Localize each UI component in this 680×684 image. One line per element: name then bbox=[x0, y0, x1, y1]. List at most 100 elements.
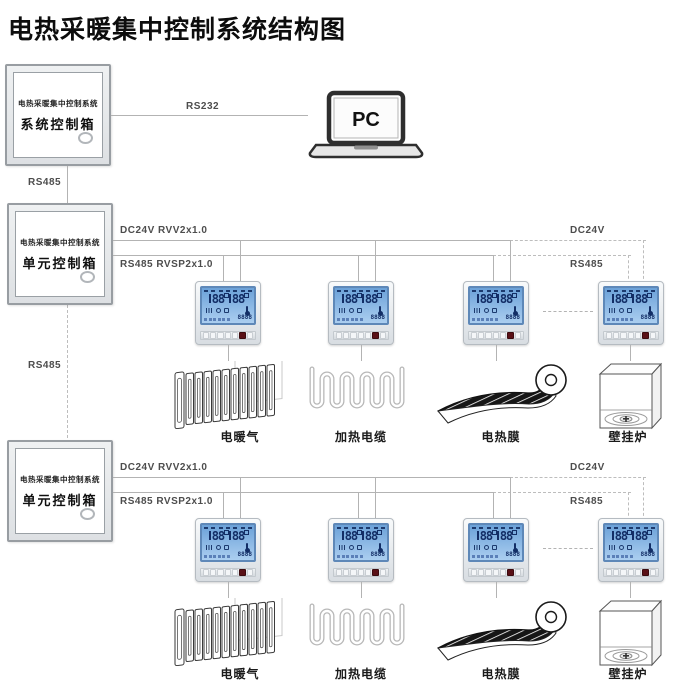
thermostat-button bbox=[649, 332, 657, 339]
lcd-digit-right: 88 bbox=[228, 529, 250, 543]
thermostat-lcd-screen: 88 88 8888 bbox=[603, 286, 659, 325]
thermostat-button bbox=[224, 569, 231, 576]
radiator-icon bbox=[206, 307, 213, 313]
thermostat-power-button bbox=[238, 332, 246, 339]
lcd-bottom-digits: 8888 bbox=[505, 314, 520, 321]
thermostat-button-bar bbox=[603, 331, 659, 340]
laptop-icon: PC bbox=[308, 90, 424, 159]
radiator-icon bbox=[339, 544, 346, 550]
thermostat-button bbox=[217, 569, 224, 576]
thermostat-button-bar bbox=[200, 331, 256, 340]
mode-icon bbox=[357, 307, 362, 313]
comm-drop-line bbox=[358, 255, 359, 281]
lcd-week-segments bbox=[204, 527, 252, 529]
thermostat-button bbox=[350, 569, 357, 576]
rs485-unit-link-line bbox=[67, 305, 68, 443]
lcd-digit-left: 88 bbox=[611, 292, 633, 306]
rs485-bus-right-label: RS485 bbox=[570, 259, 604, 270]
device-radiator bbox=[172, 590, 286, 671]
unit-box-name: 单元控制箱 bbox=[22, 492, 98, 508]
lcd-week-segments bbox=[472, 527, 520, 529]
thermostat-button bbox=[485, 332, 492, 339]
comm-drop-line bbox=[493, 255, 494, 281]
unit-control-box: 电热采暖集中控制系统 单元控制箱 bbox=[7, 203, 113, 305]
mode-icon bbox=[492, 307, 497, 313]
dc24v-bus-line bbox=[113, 240, 510, 241]
thermostat-button bbox=[231, 332, 238, 339]
thermometer-icon bbox=[512, 306, 518, 316]
rs232-link-label: RS232 bbox=[186, 101, 220, 112]
lcd-bottom-segments bbox=[607, 555, 633, 558]
heating-film-illustration bbox=[437, 601, 567, 661]
comm-drop-line bbox=[223, 492, 224, 518]
device-label-heating-cable: 加热电缆 bbox=[334, 667, 387, 681]
lcd-digit-left: 88 bbox=[208, 292, 230, 306]
device-heating-cable bbox=[306, 361, 424, 428]
unit-section-2: 电热采暖集中控制系统 单元控制箱 DC24V RVV2x1.0 RS485 RV… bbox=[0, 440, 680, 684]
thermostat-button-bar bbox=[603, 568, 659, 577]
lcd-digits: 88 88 bbox=[204, 293, 252, 305]
device-label-heating-film: 电热膜 bbox=[481, 430, 521, 444]
thermostat-button bbox=[203, 569, 210, 576]
lcd-bottom-segments bbox=[337, 318, 363, 321]
lcd-digit-right: 88 bbox=[631, 292, 653, 306]
mode-icon bbox=[357, 544, 362, 550]
device-radiator bbox=[172, 353, 286, 434]
thermostat-lcd-screen: 88 88 8888 bbox=[468, 523, 524, 562]
power-drop-line bbox=[510, 477, 511, 518]
mode-icon bbox=[224, 307, 229, 313]
comm-drop-line-dashed bbox=[628, 255, 629, 284]
power-drop-line bbox=[375, 240, 376, 281]
lcd-bottom-digits: 8888 bbox=[237, 551, 252, 558]
clock-icon bbox=[619, 544, 624, 550]
wall-boiler-illustration bbox=[598, 599, 663, 667]
device-label-wall-boiler: 壁挂炉 bbox=[608, 430, 648, 444]
thermostat-button bbox=[492, 332, 499, 339]
unit-control-box: 电热采暖集中控制系统 单元控制箱 bbox=[7, 440, 113, 542]
lcd-week-segments bbox=[337, 527, 385, 529]
lcd-bottom-row: 8888 bbox=[472, 552, 520, 558]
lcd-status-icons bbox=[206, 307, 229, 313]
thermostat-button bbox=[357, 569, 364, 576]
thermometer-icon bbox=[512, 543, 518, 553]
lcd-bottom-digits: 8888 bbox=[370, 314, 385, 321]
thermostat-button-bar bbox=[333, 331, 389, 340]
rs485-bus-line-continuation bbox=[493, 492, 631, 493]
cabinet-lock-icon bbox=[78, 132, 93, 144]
lcd-bottom-segments bbox=[607, 318, 633, 321]
lcd-week-segments bbox=[607, 527, 655, 529]
dc24v-bus-line-continuation bbox=[510, 477, 646, 478]
power-drop-line bbox=[240, 240, 241, 281]
thermostat-lcd-screen: 88 88 8888 bbox=[603, 523, 659, 562]
lcd-bottom-digits: 8888 bbox=[370, 551, 385, 558]
thermostat-button bbox=[514, 332, 522, 339]
device-label-radiator: 电暖气 bbox=[220, 430, 260, 444]
thermostat-power-button bbox=[506, 569, 514, 576]
device-drop-line bbox=[630, 582, 631, 598]
thermostat-button bbox=[478, 332, 485, 339]
unit-box-name: 单元控制箱 bbox=[22, 255, 98, 271]
lcd-bottom-row: 8888 bbox=[607, 552, 655, 558]
thermometer-icon bbox=[244, 543, 250, 553]
radiator-icon bbox=[206, 544, 213, 550]
lcd-icon-row bbox=[204, 306, 252, 316]
thermostat-button-bar bbox=[468, 568, 524, 577]
system-control-box: 电热采暖集中控制系统 系统控制箱 bbox=[5, 64, 111, 166]
thermostat-button bbox=[231, 569, 238, 576]
thermostat-button bbox=[620, 569, 627, 576]
lcd-week-segments bbox=[472, 290, 520, 292]
thermostat: 88 88 8888 bbox=[463, 281, 529, 345]
lcd-bottom-row: 8888 bbox=[337, 315, 385, 321]
thermostat: 88 88 8888 bbox=[195, 281, 261, 345]
lcd-bottom-digits: 8888 bbox=[640, 314, 655, 321]
thermostat-button bbox=[364, 569, 371, 576]
lcd-digit-right: 88 bbox=[361, 529, 383, 543]
rs485-unit-link-label: RS485 bbox=[28, 360, 62, 371]
thermostat-button bbox=[606, 569, 613, 576]
lcd-icon-row bbox=[607, 306, 655, 316]
thermostat-button bbox=[210, 332, 217, 339]
unit-section-1: 电热采暖集中控制系统 单元控制箱 DC24V RVV2x1.0 RS485 RV… bbox=[0, 203, 680, 449]
heating-cable-illustration bbox=[309, 366, 405, 409]
lcd-bottom-row: 8888 bbox=[337, 552, 385, 558]
